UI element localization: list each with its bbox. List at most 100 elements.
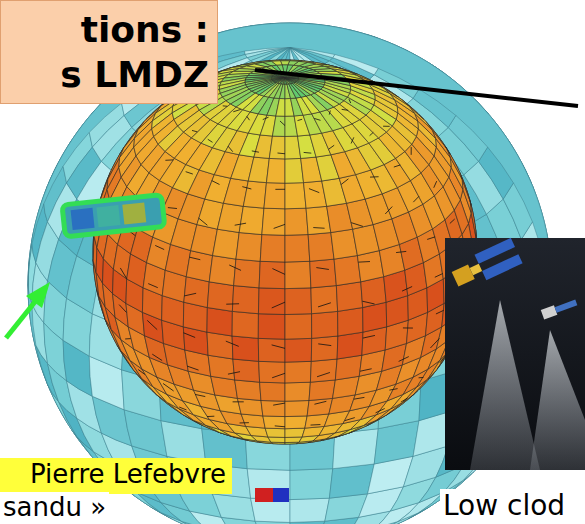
- wind-vector: [304, 152, 312, 154]
- grid-cell: [323, 85, 350, 97]
- wind-vector: [413, 196, 419, 202]
- grid-cell: [217, 203, 243, 232]
- grid-cell: [357, 251, 383, 282]
- wind-vector: [240, 422, 249, 423]
- grid-cell: [269, 136, 285, 159]
- grid-cell: [308, 233, 334, 262]
- wind-vector: [125, 338, 131, 339]
- grid-cell: [285, 416, 307, 429]
- grid-cell: [285, 78, 298, 80]
- wind-vector: [229, 265, 241, 270]
- grid-cell: [273, 76, 285, 78]
- grid-cell: [237, 398, 262, 416]
- grid-cell: [234, 259, 261, 288]
- grid-cell: [232, 286, 259, 314]
- grid-cell: [232, 336, 259, 361]
- grid-cell: [258, 314, 285, 339]
- speaker-note: sandu »: [0, 492, 109, 522]
- grid-cell: [258, 288, 285, 315]
- wind-vector: [401, 398, 408, 402]
- grid-cell: [429, 156, 449, 187]
- grid-cell: [409, 106, 432, 130]
- shell-cell: [448, 115, 487, 161]
- wind-vector: [314, 401, 326, 404]
- wind-vector: [399, 357, 409, 362]
- wind-vector: [192, 130, 197, 131]
- grid-cell: [259, 261, 285, 288]
- wind-vector: [223, 105, 228, 106]
- wind-vector: [147, 320, 157, 329]
- wind-vector: [394, 165, 400, 167]
- wind-vector: [318, 303, 331, 307]
- grid-cell: [268, 437, 285, 443]
- grid-cell: [232, 311, 258, 338]
- wind-vector: [354, 397, 364, 399]
- grid-cell: [462, 179, 471, 213]
- grid-cell: [392, 120, 416, 145]
- wind-vector: [208, 139, 213, 142]
- section-label: Low clod: [440, 489, 568, 522]
- wind-vector: [252, 151, 259, 152]
- grid-cell: [285, 361, 311, 383]
- grid-cell: [279, 84, 285, 99]
- grid-cell: [338, 308, 363, 336]
- grid-cell: [347, 93, 373, 110]
- wind-vector: [317, 372, 330, 376]
- grid-cell: [334, 256, 361, 286]
- box-text: tions : s LMDZ: [59, 7, 209, 97]
- grid-cell: [207, 308, 232, 336]
- wind-vector: [402, 287, 412, 292]
- grid-cell: [285, 338, 312, 362]
- wind-vector: [165, 159, 173, 160]
- wind-vector: [349, 99, 351, 103]
- grid-cell: [272, 116, 285, 136]
- wind-vector: [345, 418, 355, 421]
- wind-vector: [179, 407, 186, 410]
- wind-vector: [403, 327, 413, 328]
- grid-cell: [364, 409, 391, 425]
- shell-cell: [290, 469, 333, 500]
- wind-vector: [275, 425, 285, 427]
- grid-cell: [361, 277, 386, 308]
- author-box: Pierre Lefebvre: [0, 458, 232, 494]
- grid-cell: [260, 382, 285, 401]
- satellite-photo: [445, 238, 585, 470]
- wind-vector: [228, 146, 233, 152]
- wind-vector: [314, 118, 320, 120]
- wind-vector: [195, 394, 205, 396]
- wind-vector: [362, 301, 374, 304]
- grid-cell: [285, 401, 309, 417]
- grid-cell: [339, 425, 364, 436]
- wind-vector: [370, 132, 374, 135]
- wind-vector: [272, 345, 285, 348]
- wind-vector: [360, 369, 372, 371]
- grid-cell: [233, 69, 257, 72]
- grid-cell: [285, 428, 305, 437]
- wind-vector: [278, 153, 285, 155]
- wind-vector: [199, 218, 208, 225]
- grid-cell: [285, 261, 311, 288]
- wind-vector: [242, 187, 251, 189]
- wind-vector: [280, 121, 285, 126]
- box-text: Pierre Lefebvre: [30, 459, 226, 490]
- wind-vector: [120, 268, 126, 279]
- wind-vector: [419, 377, 424, 378]
- grid-cell: [265, 428, 285, 437]
- grid-cell: [285, 183, 306, 209]
- wind-vector: [316, 268, 329, 270]
- wind-vector: [273, 403, 285, 405]
- grid-cell: [285, 78, 298, 81]
- grid-cell: [285, 158, 304, 183]
- grid-cell: [262, 208, 285, 235]
- grid-cell: [285, 382, 310, 401]
- grid-cell: [417, 360, 440, 387]
- wind-vector: [396, 251, 406, 252]
- wind-vector: [436, 310, 444, 314]
- grid-cell: [258, 338, 285, 362]
- shell-cell: [290, 498, 329, 522]
- grid-cell: [260, 235, 285, 262]
- wind-vector: [228, 372, 240, 374]
- wind-vector: [247, 116, 250, 120]
- grid-cell: [311, 336, 338, 361]
- grid-cell: [311, 286, 338, 314]
